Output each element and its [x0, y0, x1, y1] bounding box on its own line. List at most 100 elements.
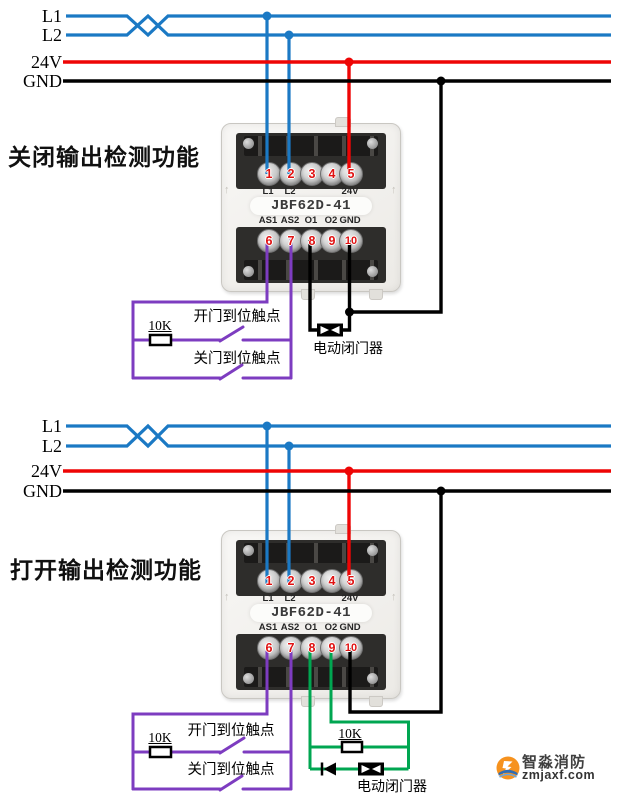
terminal-number: 2	[287, 167, 295, 181]
terminal-number: 5	[347, 167, 355, 181]
junction-dot	[262, 11, 272, 21]
terminal-label: L2	[284, 593, 296, 604]
module-tab	[301, 696, 315, 707]
resistor-symbol-1	[148, 333, 173, 347]
terminal-label: AS2	[280, 622, 300, 633]
terminal-number: 5	[347, 574, 355, 588]
terminal-label: L1	[262, 593, 274, 604]
module-tab	[335, 117, 351, 127]
terminal-3: 3	[300, 569, 324, 593]
terminal-number: 3	[308, 574, 316, 588]
terminal-label: 24V	[341, 593, 359, 604]
diode-symbol	[320, 762, 336, 776]
terminal-label: L1	[262, 186, 274, 197]
bus-label-l1: L1	[42, 6, 62, 26]
brand-site: zmjaxf.com	[522, 768, 596, 782]
up-arrow-mark: ↑	[391, 184, 397, 196]
resistor-symbol-2	[148, 745, 173, 759]
terminal-label: AS1	[258, 622, 278, 633]
corner-screw	[243, 138, 254, 149]
terminal-number: 4	[328, 167, 336, 181]
terminal-10: 10	[339, 229, 363, 253]
door-closer-label: 电动闭门器	[357, 780, 427, 795]
terminal-4: 4	[320, 162, 344, 186]
terminal-label: GND	[339, 622, 361, 633]
bus-label-gnd: GND	[23, 481, 62, 501]
brand-logo-icon	[496, 756, 520, 780]
corner-screw	[367, 545, 378, 556]
junction-dot	[262, 421, 272, 431]
bus-label-l2: L2	[42, 25, 62, 45]
terminal-block-top: 1 2 3 4 5	[236, 133, 386, 189]
fire-module-2: 1 2 3 4 5 L1 L2 24V ↑ ↑ JBF62D-41 AS1 AS…	[221, 524, 401, 707]
corner-screw	[243, 673, 254, 684]
resistor-value-label: 10K	[148, 318, 172, 333]
terminal-5: 5	[339, 162, 363, 186]
junction-dot	[436, 486, 446, 496]
terminal-label: O2	[324, 215, 338, 226]
terminal-label: AS1	[258, 215, 278, 226]
connector-strip	[244, 667, 378, 687]
bus-label-24v: 24V	[31, 461, 62, 481]
switch2-blade	[218, 774, 244, 792]
terminal-number: 8	[308, 641, 316, 655]
terminal-number: 6	[265, 641, 273, 655]
terminal-label: GND	[339, 215, 361, 226]
wire-l2-bus	[66, 423, 611, 448]
terminal-number: 2	[287, 574, 295, 588]
junction-dot	[345, 307, 354, 317]
terminal-3: 3	[300, 162, 324, 186]
terminal-4: 4	[320, 569, 344, 593]
module-tab	[369, 289, 383, 300]
up-arrow-mark: ↑	[391, 591, 397, 603]
terminal-number: 4	[328, 574, 336, 588]
door-close-contact-label: 关门到位触点	[193, 351, 281, 367]
terminal-label: AS2	[280, 215, 300, 226]
terminal-number: 10	[344, 235, 358, 247]
terminal-9: 9	[320, 229, 344, 253]
terminal-2: 2	[279, 162, 303, 186]
junction-dot	[284, 441, 294, 451]
bus-label-l2: L2	[42, 436, 62, 456]
module-model-text: JBF62D-41	[250, 604, 372, 622]
terminal-number: 9	[328, 234, 336, 248]
terminal-number: 6	[265, 234, 273, 248]
module-tab	[369, 696, 383, 707]
brand-name: 智淼消防	[522, 754, 587, 771]
door-open-contact-label: 开门到位触点	[193, 309, 281, 325]
terminal-number: 10	[344, 642, 358, 654]
corner-screw	[243, 266, 254, 277]
switch1-blade	[218, 325, 245, 343]
door-closer-symbol-2	[358, 762, 384, 776]
corner-screw	[367, 138, 378, 149]
terminal-number: 1	[265, 167, 273, 181]
switch1-blade	[218, 736, 246, 755]
wire-l2-bus	[66, 13, 611, 37]
terminal-label: L2	[284, 186, 296, 197]
resistor-value-label: 10K	[148, 730, 172, 745]
up-arrow-mark: ↑	[224, 184, 230, 196]
connector-strip	[244, 136, 378, 156]
terminal-block-top: 1 2 3 4 5	[236, 540, 386, 596]
terminal-number: 7	[287, 641, 295, 655]
terminal-10: 10	[339, 636, 363, 660]
terminal-block-bottom: 6 7 8 9 10	[236, 227, 386, 283]
terminal-6: 6	[257, 229, 281, 253]
terminal-2: 2	[279, 569, 303, 593]
door-closer-label: 电动闭门器	[313, 342, 383, 357]
diagram2-title: 打开输出检测功能	[10, 558, 202, 583]
corner-screw	[243, 545, 254, 556]
module-model-text: JBF62D-41	[250, 197, 372, 215]
door-close-contact-label: 关门到位触点	[187, 762, 275, 778]
terminal-1: 1	[257, 162, 281, 186]
terminal-block-bottom: 6 7 8 9 10	[236, 634, 386, 690]
bus-label-l1: L1	[42, 416, 62, 436]
module-tab	[301, 289, 315, 300]
terminal-1: 1	[257, 569, 281, 593]
corner-screw	[367, 673, 378, 684]
terminal-5: 5	[339, 569, 363, 593]
diagram1-title: 关闭输出检测功能	[8, 145, 200, 170]
terminal-number: 1	[265, 574, 273, 588]
connector-strip	[244, 543, 378, 563]
bus-label-24v: 24V	[31, 52, 62, 72]
